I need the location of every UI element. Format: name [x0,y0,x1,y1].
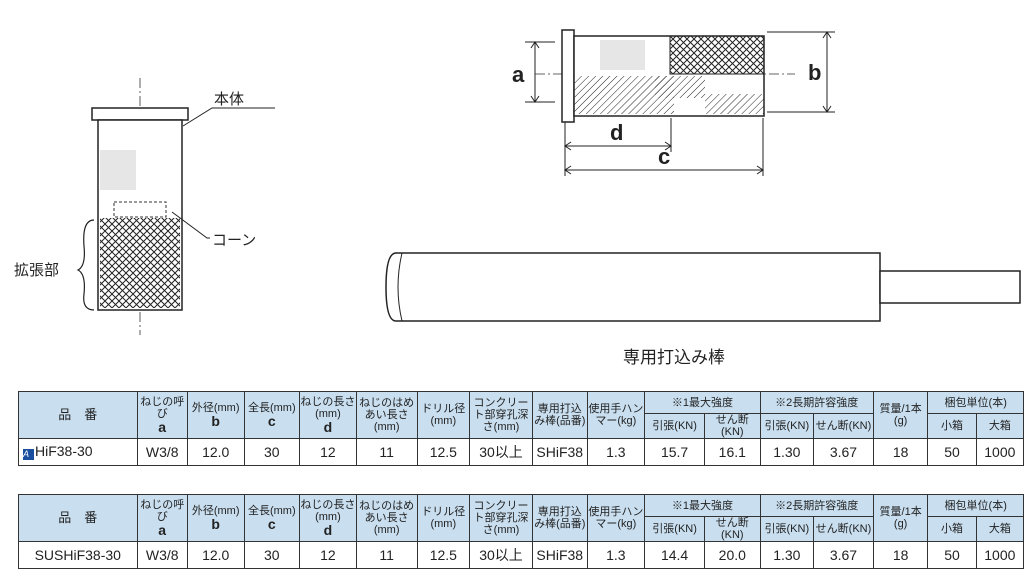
dim-b-label: b [808,60,822,85]
drill-cell: 12.5 [416,541,471,569]
tool-label: 専用打込み棒 [623,348,725,368]
thread-cell: W3/8 [136,438,188,466]
max-tension-cell: 14.4 [644,541,705,569]
engage-cell: 11 [355,438,418,466]
thread-len-cell: 12 [299,438,357,466]
max-strength-header: ※1最大強度 [644,494,761,517]
engage-cell: 11 [355,541,418,569]
depth-header: コンクリート部穿孔深さ(mm) [469,391,533,439]
drill-cell: 12.5 [416,438,471,466]
small-box-cell: 50 [927,541,977,569]
large-box-header: 大箱 [975,516,1025,542]
outer-header: 外径(mm)b [186,391,245,439]
depth-cell: 30以上 [469,541,533,569]
lt-shear-header: せん断(KN) [813,516,874,542]
lt-shear-cell: 3.67 [813,541,874,569]
max-shear-header: せん断(KN) [703,516,761,542]
length-header: 全長(mm)c [243,391,301,439]
tool-cell: SHiF38 [531,541,588,569]
part-cell: SUSHiF38-30 [18,541,138,569]
part-header: 品 番 [18,494,138,542]
brand-logo-icon: A [23,448,34,460]
drill-header: ドリル径(mm) [416,391,471,439]
long-term-header: ※2長期許容強度 [759,391,874,414]
dim-a-label: a [512,62,525,87]
length-cell: 30 [243,438,301,466]
lt-tension-header: 引張(KN) [759,413,815,439]
dim-d-label: d [610,120,624,145]
length-header: 全長(mm)c [243,494,301,542]
table-row: SUSHiF38-30 W3/8 12.0 30 12 11 12.5 30以上… [18,541,1025,569]
small-box-cell: 50 [927,438,977,466]
max-tension-cell: 15.7 [644,438,705,466]
cone-label: コーン [212,231,257,249]
max-strength-header: ※1最大強度 [644,391,761,414]
thread-len-cell: 12 [299,541,357,569]
small-box-header: 小箱 [927,516,977,542]
pack-header: 梱包単位(本) [927,391,1024,414]
max-shear-header: せん断(KN) [703,413,761,439]
large-box-cell: 1000 [975,438,1025,466]
part-header: 品 番 [18,391,138,439]
thread-cell: W3/8 [136,541,188,569]
tool-header: 専用打込み棒(品番) [531,494,588,542]
lt-shear-cell: 3.67 [813,438,874,466]
long-term-header: ※2長期許容強度 [759,494,874,517]
tool-drawing [385,252,1021,322]
engage-header: ねじのはめあい長さ(mm) [355,391,418,439]
thread-len-header: ねじの長さ(mm)d [299,391,357,439]
hammer-cell: 1.3 [586,438,646,466]
section-drawing [525,29,835,176]
outer-header: 外径(mm)b [186,494,245,542]
max-shear-cell: 16.1 [703,438,761,466]
lt-tension-header: 引張(KN) [759,516,815,542]
max-shear-cell: 20.0 [703,541,761,569]
mass-header: 質量/1本(g) [872,494,929,542]
dim-c-label: c [658,144,671,169]
mass-cell: 18 [872,541,929,569]
large-box-header: 大箱 [975,413,1025,439]
expansion-label: 拡張部 [14,261,60,279]
tool-cell: SHiF38 [531,438,588,466]
mass-cell: 18 [872,438,929,466]
drill-header: ドリル径(mm) [416,494,471,542]
lt-tension-cell: 1.30 [759,438,815,466]
lt-shear-header: せん断(KN) [813,413,874,439]
tool-header: 専用打込み棒(品番) [531,391,588,439]
outer-cell: 12.0 [186,438,245,466]
engage-header: ねじのはめあい長さ(mm) [355,494,418,542]
large-box-cell: 1000 [975,541,1025,569]
hammer-cell: 1.3 [586,541,646,569]
anchor-drawing [76,78,275,335]
mass-header: 質量/1本(g) [872,391,929,439]
small-box-header: 小箱 [927,413,977,439]
length-cell: 30 [243,541,301,569]
outer-cell: 12.0 [186,541,245,569]
depth-cell: 30以上 [469,438,533,466]
lt-tension-cell: 1.30 [759,541,815,569]
hammer-header: 使用手ハンマー(kg) [586,391,646,439]
max-tension-header: 引張(KN) [644,516,705,542]
depth-header: コンクリート部穿孔深さ(mm) [469,494,533,542]
hammer-header: 使用手ハンマー(kg) [586,494,646,542]
pack-header: 梱包単位(本) [927,494,1024,517]
body-label: 本体 [214,90,245,108]
thread-len-header: ねじの長さ(mm)d [299,494,357,542]
max-tension-header: 引張(KN) [644,413,705,439]
